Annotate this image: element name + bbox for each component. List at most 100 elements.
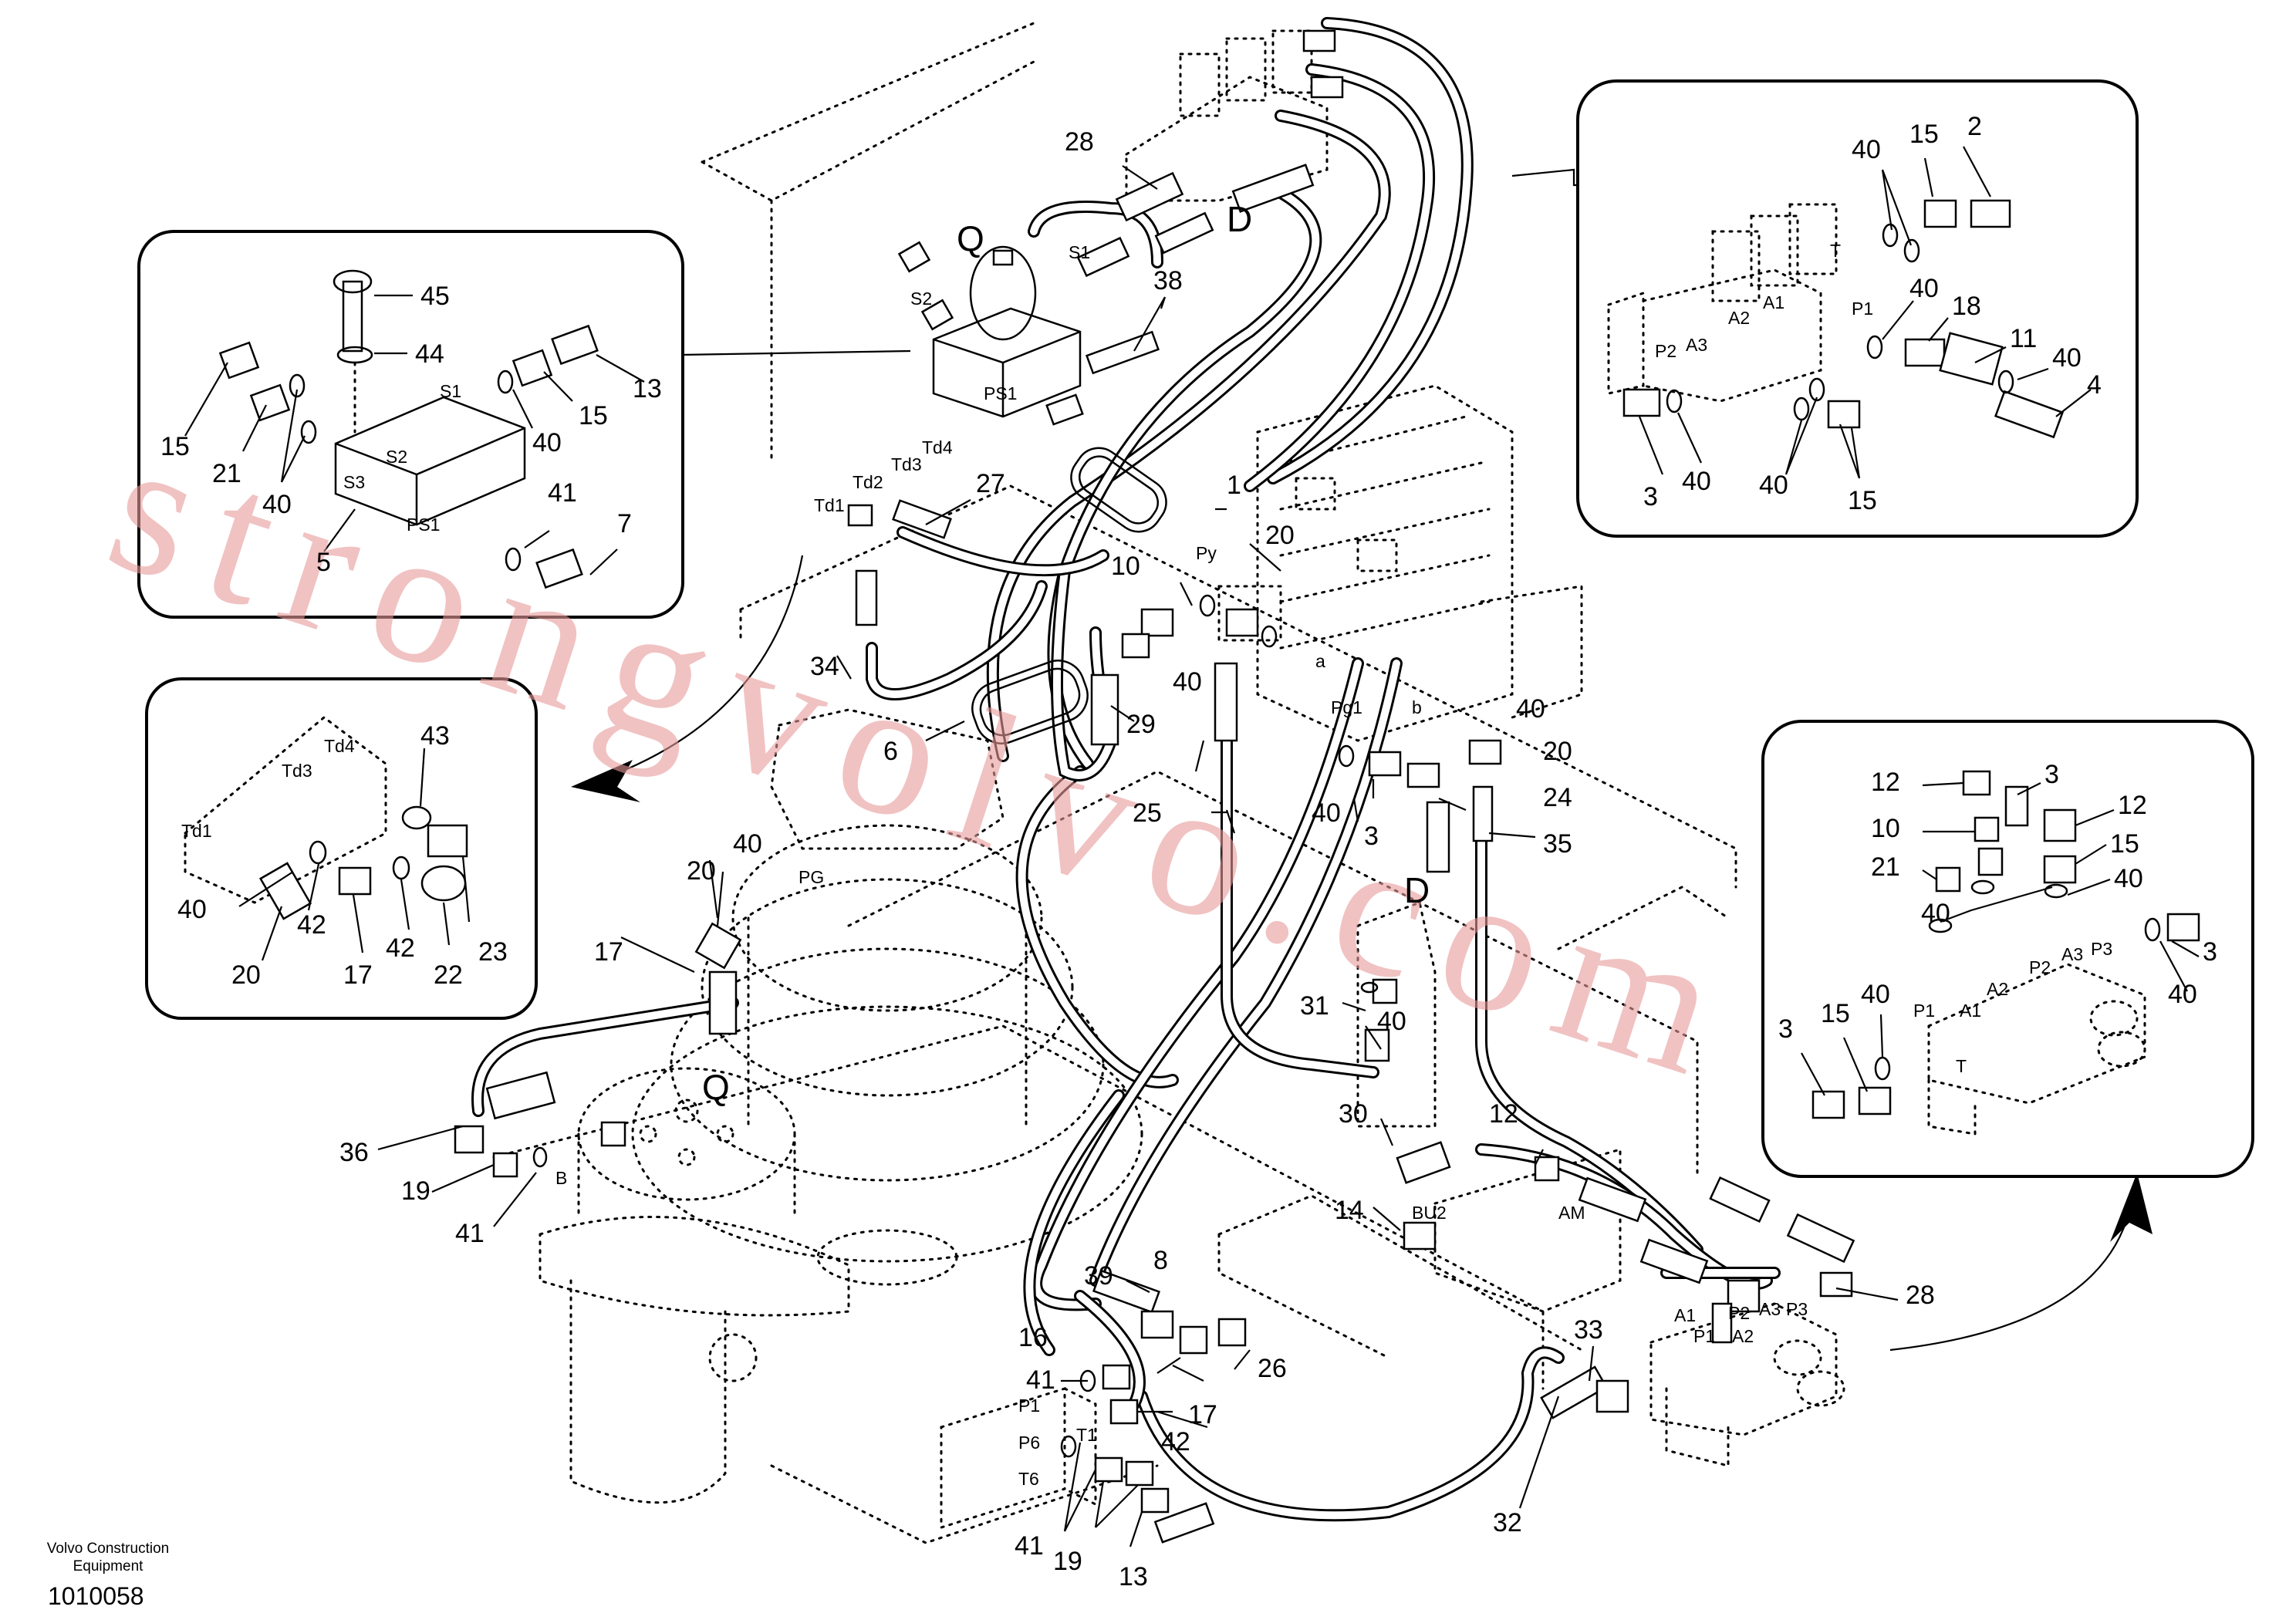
port-label-s3: S3 [343, 472, 365, 492]
part-label-3: 3 [1778, 1014, 1793, 1044]
port-label-pg: PG [799, 867, 824, 887]
port-label-a3: A3 [1759, 1299, 1781, 1319]
part-label-32: 32 [1493, 1508, 1522, 1537]
part-label-3: 3 [1643, 482, 1658, 511]
part-label-16: 16 [1018, 1323, 1048, 1352]
top-solenoid-valve [1125, 29, 1329, 202]
callout-arrows [571, 555, 2152, 1352]
machine-frame-outline [492, 22, 1737, 1544]
swing-motor [631, 708, 1143, 1286]
part-label-14: 14 [1335, 1196, 1364, 1225]
port-label-a1: A1 [1674, 1305, 1696, 1325]
part-label-34: 34 [810, 652, 839, 681]
hose-clamps [971, 447, 1167, 744]
part-label-26: 26 [1258, 1354, 1287, 1383]
part-label-15: 15 [1909, 120, 1939, 149]
port-label-td1: Td1 [814, 495, 845, 515]
connection-label-d: D [1227, 199, 1252, 239]
port-label-p3: P3 [1786, 1299, 1808, 1319]
part-label-44: 44 [415, 339, 444, 369]
port-label-ps1: PS1 [407, 515, 440, 535]
port-label-a2: A2 [1728, 308, 1750, 328]
part-label-40: 40 [1312, 798, 1341, 828]
part-label-20: 20 [1265, 521, 1295, 550]
part-label-40: 40 [1921, 899, 1950, 928]
port-label-a3: A3 [1686, 335, 1707, 355]
company-name-line1: Volvo Construction [47, 1541, 169, 1557]
part-label-42: 42 [1161, 1427, 1190, 1456]
port-label-p2: P2 [1655, 341, 1676, 361]
part-label-6: 6 [883, 737, 898, 766]
part-label-13: 13 [1119, 1562, 1148, 1591]
part-label-36: 36 [339, 1138, 369, 1167]
main-control-valve [1217, 384, 1583, 742]
part-label-42: 42 [297, 910, 326, 940]
part-label-2: 2 [1967, 112, 1982, 141]
port-label-t: T [1830, 241, 1841, 261]
port-label-p1: P1 [1693, 1326, 1715, 1346]
part-label-28: 28 [1065, 127, 1094, 157]
part-label-10: 10 [1871, 814, 1900, 843]
part-label-45: 45 [420, 282, 450, 311]
port-label-td3: Td3 [891, 454, 922, 474]
connection-label-q: Q [702, 1067, 730, 1107]
part-label-12: 12 [1489, 1099, 1518, 1129]
part-label-19: 19 [1053, 1547, 1082, 1576]
company-name-line2: Equipment [73, 1558, 144, 1574]
part-label-19: 19 [401, 1176, 430, 1206]
part-label-31: 31 [1300, 991, 1329, 1021]
connection-labels: Q D Q D [702, 199, 1430, 1107]
part-label-40: 40 [1861, 980, 1890, 1009]
footer: Volvo Construction Equipment 1010058 [47, 1541, 169, 1610]
part-label-40: 40 [532, 428, 562, 457]
part-label-25: 25 [1133, 798, 1162, 828]
port-label-p1: P1 [1852, 299, 1873, 319]
port-label-a2: A2 [1732, 1326, 1754, 1346]
swivel-joint [539, 1067, 850, 1504]
part-label-41: 41 [455, 1219, 485, 1248]
part-label-43: 43 [420, 721, 450, 751]
part-label-40: 40 [1909, 274, 1939, 303]
part-labels: 45 44 13 15 40 15 21 40 5 41 7 43 40 20 … [160, 112, 2217, 1591]
port-label-s2: S2 [386, 447, 407, 467]
port-label-td1: Td1 [181, 821, 212, 841]
part-label-15: 15 [160, 432, 190, 461]
part-label-23: 23 [478, 937, 508, 967]
part-label-10: 10 [1111, 552, 1140, 581]
port-label-ps1: PS1 [984, 383, 1017, 403]
port-label-p2: P2 [2029, 957, 2051, 977]
port-label-s1: S1 [1069, 242, 1090, 262]
part-label-40: 40 [1852, 135, 1881, 164]
port-label-pg1: Pg1 [1331, 697, 1362, 717]
part-label-12: 12 [1871, 768, 1900, 797]
port-label-b: b [1412, 697, 1422, 717]
inset-solenoid-valve-top [1511, 79, 2139, 538]
part-label-8: 8 [1153, 1246, 1168, 1275]
part-label-41: 41 [548, 478, 577, 508]
part-label-3: 3 [2203, 937, 2217, 967]
port-label-py: Py [1196, 543, 1217, 563]
part-label-15: 15 [1848, 486, 1877, 515]
part-label-40: 40 [2114, 864, 2143, 893]
part-label-3: 3 [2044, 760, 2059, 789]
port-label-p1: P1 [1018, 1396, 1040, 1416]
port-labels: S1 S2 S3 PS1 S2 S1 PS1 Td1 Td2 Td3 Td4 T… [181, 241, 2112, 1489]
part-label-35: 35 [1543, 829, 1572, 859]
part-label-12: 12 [2118, 791, 2147, 820]
leader-lines [377, 165, 1899, 1547]
port-label-a3: A3 [2061, 944, 2083, 964]
part-label-18: 18 [1952, 292, 1981, 321]
port-label-t: T [1956, 1056, 1967, 1076]
part-label-40: 40 [1516, 694, 1545, 724]
port-label-p6: P6 [1018, 1433, 1040, 1453]
port-label-p2: P2 [1728, 1303, 1750, 1323]
inset-pressure-block [137, 230, 911, 619]
part-label-40: 40 [1759, 471, 1788, 500]
part-label-40: 40 [2052, 343, 2082, 373]
part-label-40: 40 [1173, 667, 1202, 697]
port-label-td2: Td2 [853, 472, 883, 492]
part-label-13: 13 [633, 374, 662, 403]
port-label-bu2: BU2 [1412, 1203, 1447, 1223]
part-label-11: 11 [2010, 324, 2037, 353]
